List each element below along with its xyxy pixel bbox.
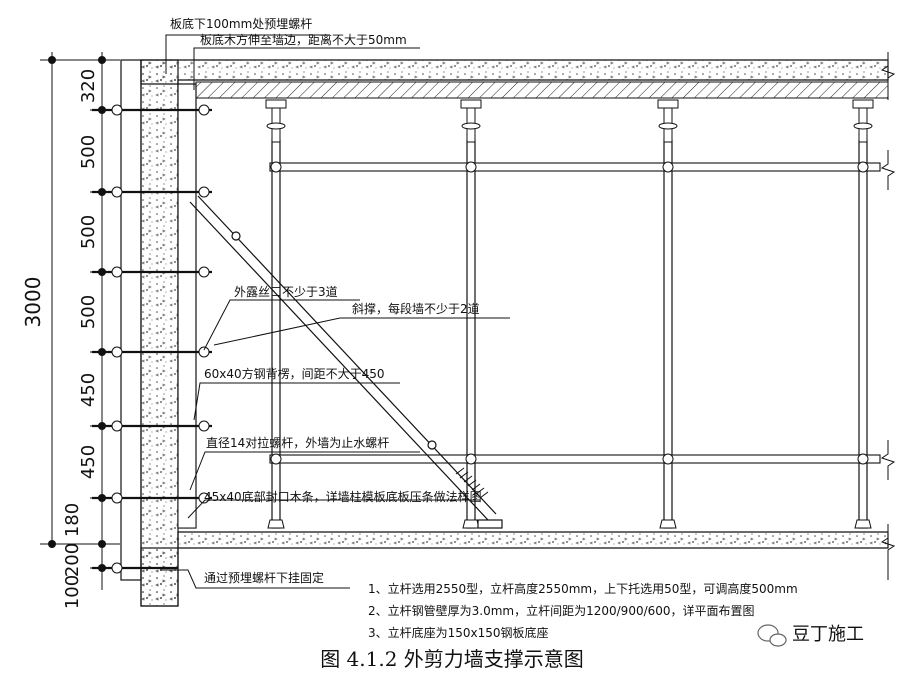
dim-seg-5: 450 (78, 373, 99, 407)
slab-timber (195, 81, 889, 99)
note-2: 2、立杆钢管壁厚为3.0mm，立杆间距为1200/900/600，详平面布置图 (368, 603, 755, 618)
dim-seg-7: 180 (62, 503, 83, 537)
dim-seg-4: 500 (78, 295, 99, 329)
bottom-slab (177, 531, 889, 549)
label-exposed-thread: 外露丝口不少于3道 (234, 285, 338, 299)
vertical-props (271, 139, 868, 529)
brand-name: 豆丁施工 (792, 624, 864, 645)
outer-formwork (120, 59, 142, 581)
label-diagonal-brace: 斜撑，每段墙不少于2道 (352, 301, 480, 316)
dim-seg-6: 450 (78, 445, 99, 479)
label-timber-extend: 板底木方伸至墙边，距离不大于50mm (200, 32, 407, 47)
label-tie-bolt: 直径14对拉螺杆，外墙为止水螺杆 (206, 435, 389, 450)
label-bolt-embed: 板底下100mm处预埋螺杆 (170, 16, 312, 31)
note-3: 3、立杆底座为150x150钢板底座 (368, 625, 549, 640)
prop-base-plates (267, 519, 872, 529)
dim-seg-9: 100 (62, 575, 83, 609)
wechat-icon (757, 624, 787, 647)
inner-formwork (177, 83, 197, 529)
note-1: 1、立杆选用2550型，立杆高度2550mm，上下托选用50型，可调高度500m… (368, 581, 798, 596)
leader-lines (160, 34, 510, 589)
dim-total: 3000 (21, 277, 45, 328)
figure-caption: 图 4.1.2 外剪力墙支撑示意图 (320, 647, 584, 671)
shear-wall (140, 59, 179, 607)
bottom-slab-lower (140, 547, 179, 607)
dim-seg-2: 500 (78, 135, 99, 169)
horizontal-ledgers (269, 162, 881, 464)
ledger-couplers (270, 161, 869, 465)
bolt-nuts (111, 104, 210, 574)
dim-seg-8: 200 (62, 543, 83, 577)
top-slab (140, 59, 889, 85)
prop-top-jacks (265, 99, 874, 143)
brace-thread (455, 467, 489, 499)
dim-seg-3: 500 (78, 215, 99, 249)
label-steel-back: 60x40方钢背楞，间距不大于450 (204, 366, 385, 381)
label-bottom-timber: 45x40底部封口木条，详墙柱模板底板压条做法样图 (204, 489, 482, 504)
label-hang-fix: 通过预埋螺杆下挂固定 (204, 570, 324, 585)
break-lines (880, 52, 896, 580)
dim-seg-1: 320 (78, 69, 99, 103)
diagonal-brace (189, 195, 503, 529)
